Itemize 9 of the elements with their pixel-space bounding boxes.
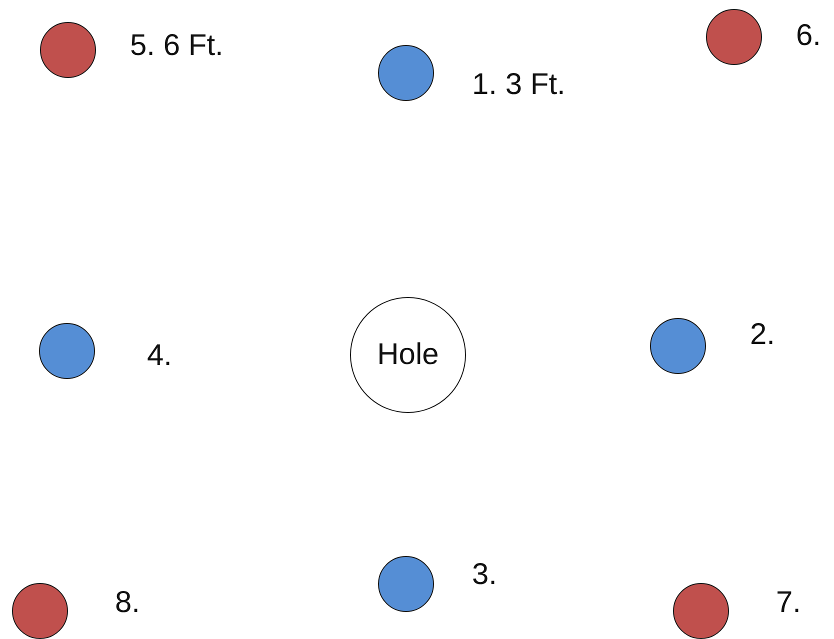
- hole-circle: Hole: [350, 297, 466, 413]
- position-label: 7.: [776, 586, 802, 620]
- position-label: 4.: [147, 339, 172, 373]
- position-label: 2.: [750, 318, 776, 352]
- position-label: 1. 3 Ft.: [472, 68, 566, 102]
- position-label: 5. 6 Ft.: [130, 29, 224, 63]
- position-label: 3.: [472, 558, 498, 592]
- position-label: 6.: [796, 19, 822, 53]
- position-label: 8.: [115, 586, 140, 620]
